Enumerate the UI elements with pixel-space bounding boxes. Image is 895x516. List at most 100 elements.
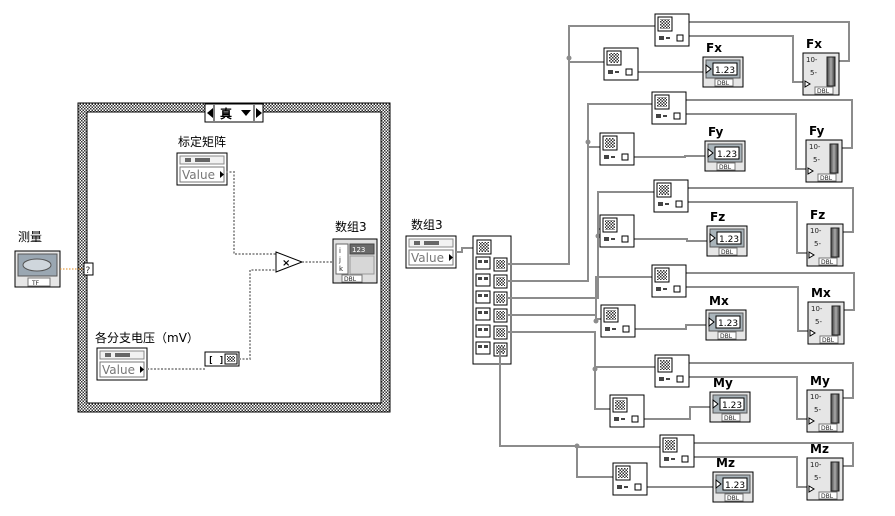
build-array-node[interactable]: [ ]: [204, 351, 240, 367]
index-node-upper-4[interactable]: [651, 264, 687, 298]
calib-matrix-control[interactable]: 标定矩阵 Value: [176, 134, 228, 186]
numeric-indicator-value: 1.23: [715, 66, 735, 76]
toggle-icon: [22, 258, 52, 272]
svg-text:j: j: [338, 256, 341, 264]
svg-text:5-: 5-: [810, 69, 817, 77]
array3-control[interactable]: 数组3 Value: [405, 217, 457, 269]
index-node-lower-1[interactable]: [603, 47, 639, 81]
gauge-indicator-my[interactable]: My 10- 5- DBL: [806, 374, 844, 433]
numeric-indicator-value: 1.23: [722, 401, 742, 411]
calib-matrix-value: Value: [182, 168, 215, 182]
svg-text:i: i: [339, 247, 341, 255]
svg-text:10-: 10-: [809, 143, 821, 151]
index-node-lower-5[interactable]: [609, 394, 645, 428]
svg-text:5-: 5-: [814, 240, 821, 248]
case-dropdown-icon[interactable]: [241, 110, 251, 116]
index-node-lower-2[interactable]: [599, 132, 635, 166]
array3-indicator[interactable]: 数组3 i j k 123 DBL: [332, 219, 378, 284]
gauge-bar-icon: [829, 143, 839, 174]
svg-text:DBL: DBL: [821, 259, 834, 266]
measure-label: 测量: [18, 230, 42, 244]
calib-matrix-label: 标定矩阵: [178, 134, 226, 149]
multiply-icon: [275, 251, 304, 273]
svg-text:5-: 5-: [815, 318, 822, 326]
numeric-indicator-label: Mx: [709, 294, 729, 308]
index-output-5[interactable]: [475, 324, 508, 340]
case-selector-question: ?: [86, 266, 91, 276]
array3-indicator-dbl: DBL: [344, 276, 357, 283]
case-selector-tunnel: [83, 262, 94, 276]
svg-text:10-: 10-: [810, 393, 822, 401]
case-decrement-icon[interactable]: [207, 108, 213, 118]
index-node-lower-3[interactable]: [599, 214, 635, 248]
numeric-indicator-value: 1.23: [717, 150, 737, 160]
array3-indicator-label: 数组3: [335, 219, 367, 234]
svg-text:10-: 10-: [810, 461, 822, 469]
index-node-lower-6[interactable]: [612, 462, 648, 496]
svg-text:10-: 10-: [806, 56, 818, 64]
svg-text:DBL: DBL: [724, 415, 737, 422]
svg-text:5-: 5-: [814, 474, 821, 482]
gauge-indicator-label: Mz: [810, 442, 829, 456]
numeric-indicator-label: Fy: [708, 125, 724, 139]
case-selector-label: 真: [220, 106, 232, 121]
svg-text:10-: 10-: [811, 305, 823, 313]
svg-text:5-: 5-: [814, 406, 821, 414]
gauge-indicator-label: Fz: [810, 208, 825, 222]
index-output-4[interactable]: [475, 307, 508, 323]
gauge-indicator-fz[interactable]: Fz 10- 5- DBL: [806, 208, 844, 267]
gauge-indicator-label: Fy: [809, 124, 825, 138]
gauge-bar-icon: [831, 305, 841, 336]
multiply-node[interactable]: ×: [275, 251, 304, 273]
svg-text:DBL: DBL: [719, 164, 732, 171]
svg-text:DBL: DBL: [727, 495, 740, 502]
index-output-3[interactable]: [475, 290, 508, 306]
svg-text:[ ]: [ ]: [208, 356, 224, 366]
svg-text:10-: 10-: [810, 227, 822, 235]
measure-tf: TF: [31, 280, 40, 287]
array3-control-value: Value: [411, 251, 444, 265]
svg-text:DBL: DBL: [817, 88, 830, 95]
voltage-control[interactable]: 各分支电压（mV） Value: [95, 330, 199, 381]
svg-text:DBL: DBL: [720, 333, 733, 340]
index-array-node[interactable]: [472, 235, 512, 365]
numeric-indicator-label: My: [713, 376, 733, 390]
numeric-indicator-value: 1.23: [718, 319, 738, 329]
index-node-upper-1[interactable]: [654, 13, 690, 47]
gauge-indicator-label: My: [810, 374, 830, 388]
numeric-indicator-value: 1.23: [719, 235, 739, 245]
numeric-indicator-label: Mz: [716, 456, 735, 470]
gauge-indicator-fx[interactable]: Fx 10- 5- DBL: [802, 37, 840, 96]
index-node-lower-4[interactable]: [600, 304, 636, 338]
svg-text:DBL: DBL: [822, 337, 835, 344]
gauge-bar-icon: [830, 227, 840, 258]
gauge-bar-icon: [830, 461, 840, 492]
measure-terminal[interactable]: 测量 TF ?: [14, 230, 94, 288]
case-selector[interactable]: 真: [204, 103, 264, 123]
numeric-indicator-value: 1.23: [725, 481, 745, 491]
index-node-upper-6[interactable]: [659, 434, 695, 468]
svg-text:DBL: DBL: [820, 175, 833, 182]
svg-text:DBL: DBL: [821, 425, 834, 432]
svg-text:DBL: DBL: [721, 249, 734, 256]
numeric-indicator-label: Fz: [710, 210, 725, 224]
svg-text:DBL: DBL: [717, 80, 730, 87]
index-node-upper-5[interactable]: [654, 354, 690, 388]
case-increment-icon[interactable]: [256, 108, 262, 118]
index-node-upper-3[interactable]: [653, 179, 689, 213]
output-wires: [499, 21, 855, 488]
gauge-indicator-label: Fx: [806, 37, 822, 51]
inner-wires: [147, 171, 333, 370]
index-node-upper-2[interactable]: [651, 91, 687, 125]
numeric-indicator-label: Fx: [706, 41, 722, 55]
